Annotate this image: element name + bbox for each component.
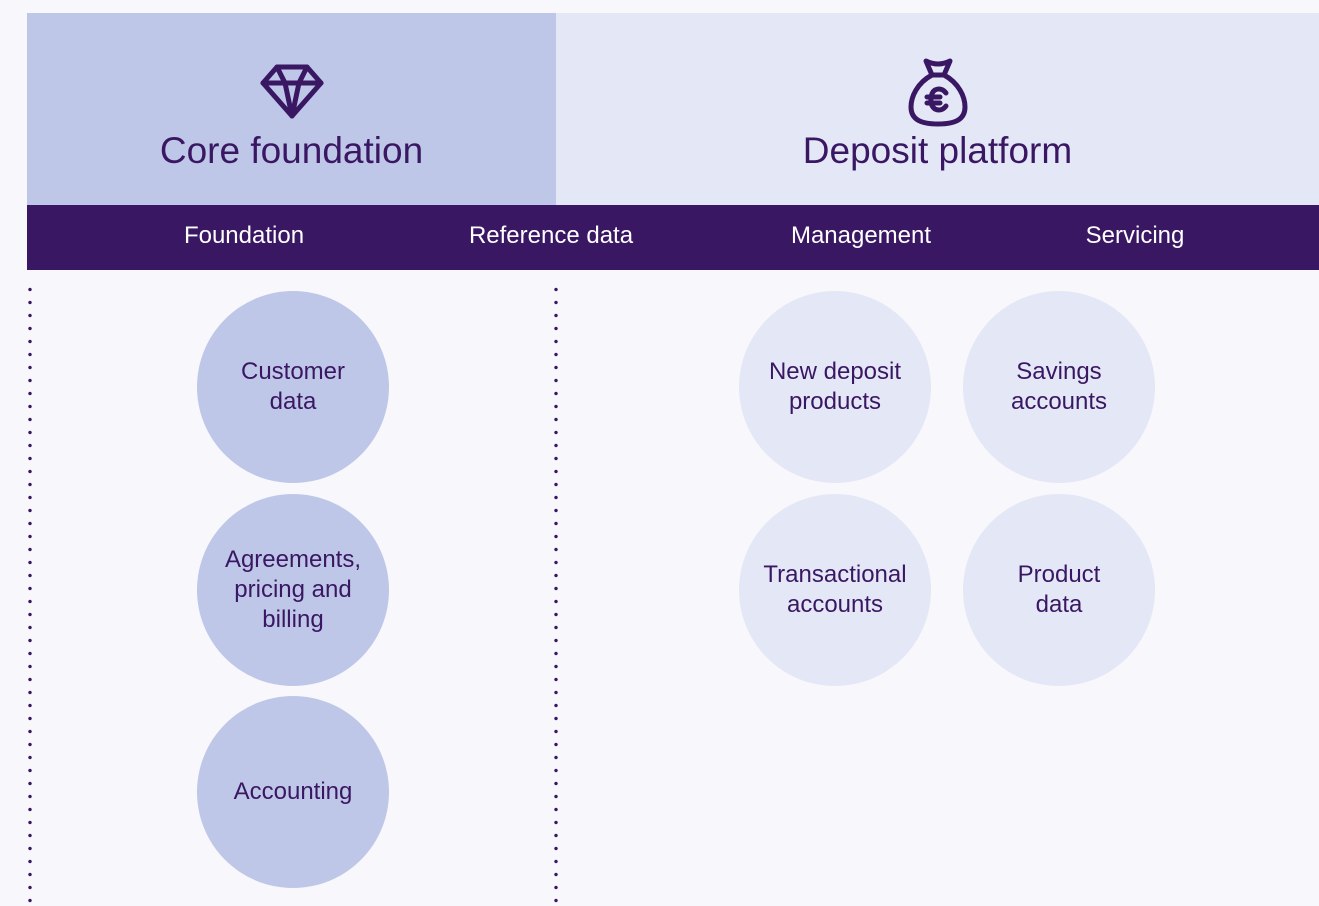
left-dotted-divider [28, 283, 32, 906]
deposit-item-savings-accounts: Savings accounts [963, 291, 1155, 483]
diamond-icon [260, 64, 323, 119]
tab-foundation: Foundation [183, 222, 305, 249]
deposit-item-label: Product data [1017, 561, 1101, 618]
core-foundation-title: Core foundation [159, 130, 424, 171]
core-item-label: Customer data [240, 358, 346, 415]
deposit-item-product-data: Product data [963, 494, 1155, 686]
core-foundation-panel: Core foundation [27, 13, 556, 205]
money-bag-euro-icon [908, 58, 967, 127]
deposit-platform-title: Deposit platform [802, 130, 1073, 171]
core-item-customer-data: Customer data [197, 291, 389, 483]
core-item-label: Agreements, pricing and billing [224, 546, 362, 633]
category-bar: Foundation Reference data Management Ser… [27, 205, 1319, 270]
deposit-item-label: Savings accounts [1010, 358, 1108, 415]
middle-dotted-divider [554, 283, 558, 906]
core-item-agreements-pricing-billing: Agreements, pricing and billing [197, 494, 389, 686]
deposit-item-label: New deposit products [768, 358, 902, 415]
deposit-item-new-deposit-products: New deposit products [739, 291, 931, 483]
tab-reference-data: Reference data [468, 222, 634, 249]
deposit-item-label: Transactional accounts [763, 561, 907, 618]
deposit-platform-panel: Deposit platform [556, 13, 1319, 205]
core-item-label: Accounting [233, 778, 353, 805]
tab-servicing: Servicing [1085, 222, 1185, 249]
deposit-item-transactional-accounts: Transactional accounts [739, 494, 931, 686]
tab-management: Management [790, 222, 932, 249]
core-item-accounting: Accounting [197, 696, 389, 888]
